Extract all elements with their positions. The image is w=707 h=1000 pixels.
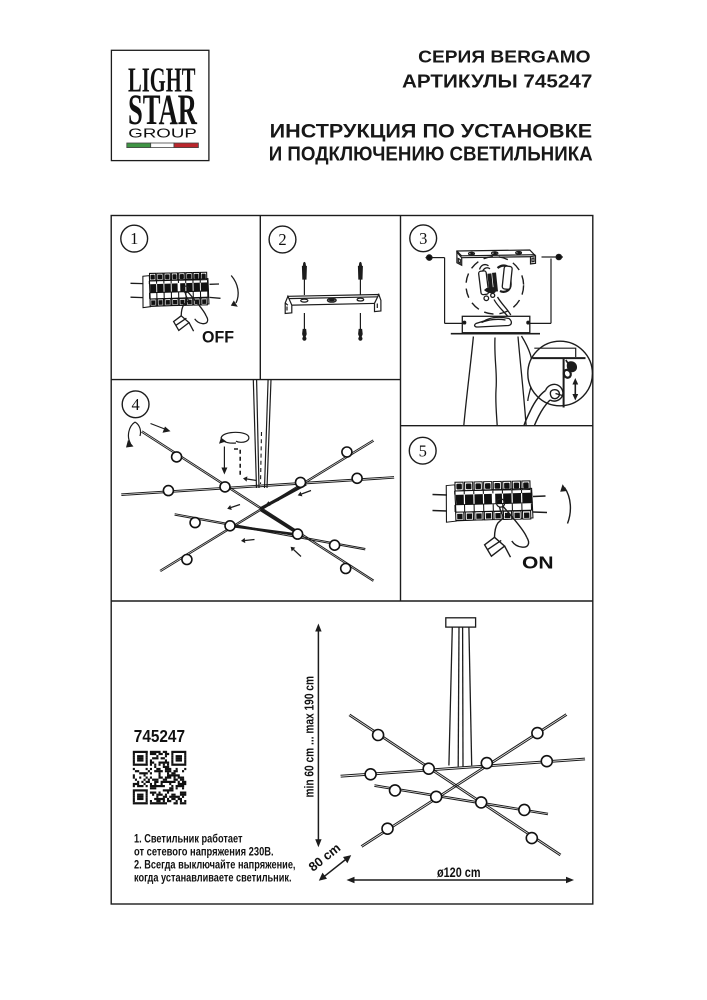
svg-text:80 cm: 80 cm (306, 840, 344, 874)
svg-text:GROUP: GROUP (128, 125, 197, 140)
svg-text:2. Всегда выключайте напряжени: 2. Всегда выключайте напряжение, (134, 859, 296, 872)
svg-text:min 60 cm ... max 190 cm: min 60 cm ... max 190 cm (302, 676, 317, 798)
svg-text:STAR: STAR (128, 87, 198, 134)
svg-text:OFF: OFF (202, 328, 234, 346)
svg-text:ИНСТРУКЦИЯ ПО УСТАНОВКЕ: ИНСТРУКЦИЯ ПО УСТАНОВКЕ (270, 120, 593, 142)
svg-text:2: 2 (278, 230, 286, 249)
svg-text:1. Светильник работает: 1. Светильник работает (134, 833, 243, 846)
svg-text:ON: ON (522, 553, 554, 573)
svg-text:когда устанавливаете светильни: когда устанавливаете светильник. (134, 871, 292, 884)
svg-text:LIGHT: LIGHT (128, 60, 196, 99)
svg-text:АРТИКУЛЫ 745247: АРТИКУЛЫ 745247 (402, 71, 592, 92)
svg-text:4: 4 (131, 395, 139, 414)
svg-text:3: 3 (419, 229, 427, 248)
svg-text:СЕРИЯ BERGAMO: СЕРИЯ BERGAMO (418, 47, 590, 67)
svg-text:745247: 745247 (134, 726, 185, 746)
svg-text:5: 5 (419, 441, 427, 460)
svg-text:1: 1 (130, 229, 138, 248)
svg-text:ø120 cm: ø120 cm (437, 864, 481, 880)
svg-text:от сетевого напряжения 230В.: от сетевого напряжения 230В. (134, 846, 274, 859)
svg-text:И ПОДКЛЮЧЕНИЮ СВЕТИЛЬНИКА: И ПОДКЛЮЧЕНИЮ СВЕТИЛЬНИКА (269, 144, 593, 166)
